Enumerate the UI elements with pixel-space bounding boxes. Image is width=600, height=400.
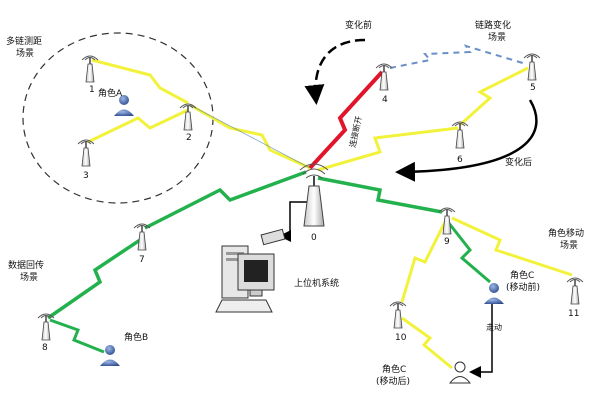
label-link-break: 连接断开 [347, 115, 363, 148]
before-change-arrow [304, 38, 366, 105]
link-0-2 [189, 103, 311, 170]
label-multi-hop-2: 场景 [16, 48, 34, 59]
label-role-move-1: 角色移动 [548, 227, 584, 239]
link-7-8 [47, 238, 141, 320]
node-4-antenna-icon [375, 63, 393, 91]
node-7-antenna-icon [133, 223, 151, 251]
link-0-7 [144, 170, 307, 230]
label-role-c-before-1: 角色C [510, 269, 534, 281]
node-3-antenna-icon [77, 139, 95, 167]
link-9-10 [400, 221, 447, 303]
multi-hop-scene-boundary [22, 32, 214, 204]
label-role-b: 角色B [124, 331, 148, 343]
node-2-antenna-icon [179, 103, 197, 131]
label-link-change-2: 场景 [488, 32, 506, 43]
node-label-0: 0 [311, 233, 317, 243]
role-b-icon [100, 345, 120, 366]
link-2-1 [91, 58, 189, 105]
after-change-arrow [395, 99, 538, 182]
node-label-7: 7 [139, 255, 145, 265]
role-a-icon [114, 95, 134, 116]
node-10-antenna-icon [389, 301, 407, 329]
node-label-1: 1 [89, 85, 95, 95]
role-c-after-icon [448, 361, 472, 384]
label-upper-computer: 上位机系统 [294, 277, 339, 289]
link-2-3 [87, 108, 189, 144]
label-data-return-2: 场景 [20, 272, 38, 283]
link-9-11 [451, 216, 573, 277]
node-0 [299, 163, 329, 227]
label-multi-hop-1: 多链测距 [6, 35, 42, 47]
connector-0-computer [279, 201, 308, 242]
link-0-9 [317, 176, 443, 214]
role-c-before-icon [484, 283, 504, 304]
node-label-9: 9 [444, 237, 450, 247]
link-0-6 [317, 126, 459, 172]
label-role-move-2: 场景 [560, 240, 578, 251]
label-before-change: 变化前 [345, 19, 372, 31]
link-4-5-before [389, 44, 527, 69]
label-role-a: 角色A [98, 87, 123, 99]
node-6-antenna-icon [451, 121, 469, 149]
upper-computer-icon [215, 228, 286, 313]
link-0-4-broken [308, 70, 384, 170]
label-after-change: 变化后 [505, 156, 532, 168]
label-role-c-before-2: (移动前) [506, 281, 540, 293]
link-9-roleC-before [446, 221, 491, 284]
node-label-11: 11 [568, 309, 579, 319]
node-label-4: 4 [382, 95, 388, 105]
label-link-change-1: 链路变化 [475, 19, 511, 31]
node-5-antenna-icon [523, 53, 541, 81]
node-label-3: 3 [83, 171, 89, 181]
node-label-10: 10 [395, 333, 407, 343]
node-1-antenna-icon [81, 55, 99, 83]
link-10-roleC-after [401, 316, 453, 370]
label-role-c-after-1: 角色C [382, 363, 406, 375]
node-label-6: 6 [457, 155, 463, 165]
label-role-c-after-2: (移动后) [376, 375, 410, 387]
label-walk: 走动 [486, 322, 502, 332]
label-data-return-1: 数据回传 [8, 259, 44, 271]
node-label-5: 5 [530, 83, 536, 93]
link-6-5 [458, 66, 529, 127]
walk-arrow [469, 302, 493, 378]
node-9-antenna-icon [438, 207, 456, 235]
link-8-roleB [49, 318, 105, 354]
node-8-antenna-icon [37, 313, 55, 341]
node-11-antenna-icon [566, 277, 584, 305]
node-label-2: 2 [186, 133, 192, 143]
node-label-8: 8 [42, 343, 48, 353]
